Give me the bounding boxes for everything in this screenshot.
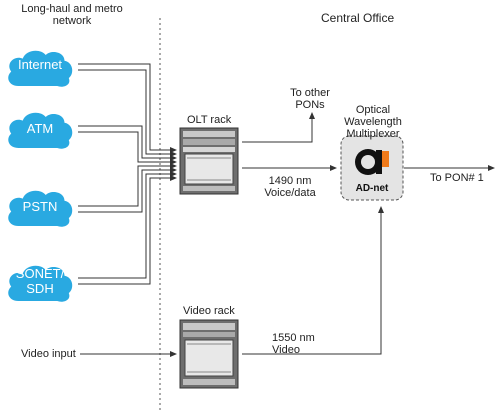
left-region-title: Long-haul and metro network <box>16 3 128 27</box>
central-office-title: Central Office <box>321 11 395 25</box>
multiplexer-label-line1: Optical <box>355 104 391 116</box>
1550nm-label: 1550 nm Video <box>272 332 315 356</box>
multiplexer-label-line2: Wavelength <box>344 116 402 128</box>
cloud-label-sonet: SONET/ SDH <box>4 266 76 296</box>
cloud-label-atm: ATM <box>26 121 54 136</box>
1490nm-label-line2: Voice/data <box>264 187 316 199</box>
ad-net-logo-icon <box>355 149 389 175</box>
olt-rack <box>179 127 239 195</box>
1550nm-label-line2: Video <box>272 344 300 356</box>
link-to-other-pons <box>242 112 315 143</box>
multiplexer-label: Optical Wavelength Multiplexer <box>340 104 406 140</box>
link-1550nm <box>242 206 384 355</box>
cloud-label-pstn: PSTN <box>22 199 58 214</box>
cloud-label-sonet-line2: SDH <box>26 281 54 296</box>
cloud-label-sonet-line1: SONET/ <box>15 266 65 281</box>
1550nm-label-line1: 1550 nm <box>272 332 315 344</box>
1490nm-label: 1490 nm Voice/data <box>258 175 322 199</box>
video-rack-label: Video rack <box>183 305 235 317</box>
cloud-to-olt-links <box>78 63 177 285</box>
left-region-title-line2: network <box>52 15 92 27</box>
multiplexer-brand: AD-net <box>355 183 389 194</box>
to-other-pons-label: To other PONs <box>285 87 335 111</box>
to-other-pons-label-line2: PONs <box>295 99 325 111</box>
1490nm-label-line1: 1490 nm <box>268 175 312 187</box>
olt-rack-label: OLT rack <box>187 114 232 126</box>
video-rack <box>179 319 239 389</box>
to-other-pons-label-line1: To other <box>290 87 330 99</box>
multiplexer-label-line3: Multiplexer <box>346 128 400 140</box>
to-pon-1-label: To PON# 1 <box>430 172 484 184</box>
cloud-label-internet: Internet <box>17 57 63 72</box>
left-region-title-line1: Long-haul and metro <box>21 3 123 15</box>
video-input-label: Video input <box>21 348 76 360</box>
